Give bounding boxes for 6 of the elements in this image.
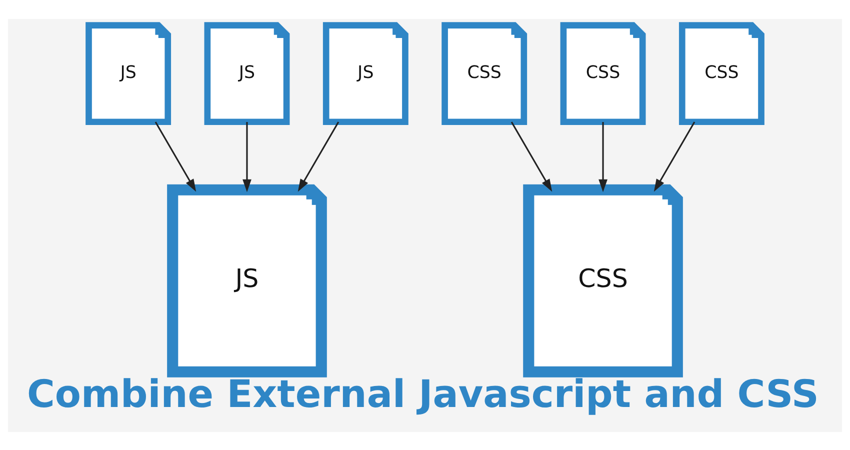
arrow: [598, 122, 608, 192]
arrow: [298, 121, 340, 192]
arrow: [154, 121, 196, 192]
arrow: [654, 121, 696, 192]
arrow: [242, 122, 252, 192]
arrow: [510, 121, 552, 192]
